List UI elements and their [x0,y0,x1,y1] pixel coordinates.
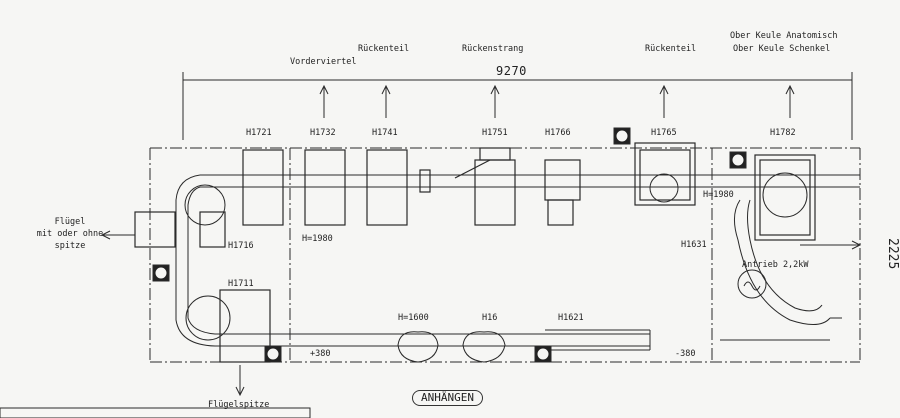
station-label-h16: H16 [482,313,498,323]
title-block-edge [0,407,311,418]
offset-right: -380 [675,349,696,359]
top-label-1: Rückenteil [358,44,410,54]
height-label-1600: H=1600 [398,313,429,323]
offset-left: +380 [310,349,331,359]
side-arrows [100,230,862,397]
overall-dimension-line [182,72,853,140]
station-label-h1711: H1711 [228,279,254,289]
side-note-wing-2: mit oder ohne [36,229,104,239]
top-label-2: Rückenstrang [462,44,524,54]
edge-number: 2225 [885,238,900,270]
pulleys [184,172,808,341]
station-label-h1741: H1741 [372,128,398,138]
station-label-h1765: H1765 [651,128,677,138]
overall-dimension: 9270 [496,64,527,78]
station-label-h1721: H1721 [246,128,272,138]
station-label-h1751: H1751 [482,128,508,138]
top-label-4: Rückenteil [645,44,697,54]
top-label-3: Vorderviertel [290,57,357,67]
top-label-5: Ober Keule Anatomisch [730,31,838,41]
height-label-1980-right: H=1980 [703,190,734,200]
station-boxes [134,142,816,363]
side-note-wing-3: spitze [54,241,86,251]
top-label-6: Ober Keule Schenkel [733,44,831,54]
stamp-label: ANHÄNGEN [412,390,483,406]
height-label-1980: H=1980 [302,234,333,244]
hook-carriers [397,331,506,363]
bottom-note: Flügelspitze [208,400,270,410]
station-label-h1766: H1766 [545,128,571,138]
station-label-h1631: H1631 [681,240,707,250]
station-label-h1621: H1621 [558,313,584,323]
side-note-wing: Flügel [54,217,86,227]
station-label-h1732: H1732 [310,128,336,138]
drive-label: Antrieb 2,2kW [742,260,809,270]
station-label-h1716: H1716 [228,241,254,251]
station-label-h1782: H1782 [770,128,796,138]
output-arrows [319,84,795,118]
